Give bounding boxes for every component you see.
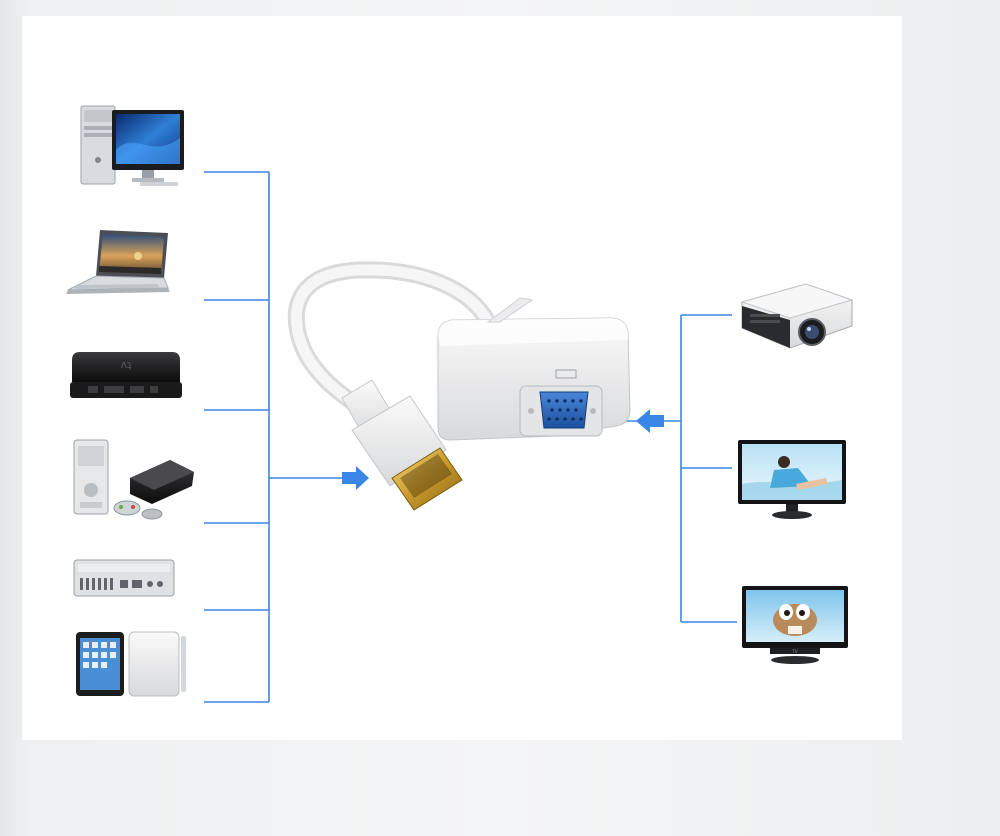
desktop-computer-icon — [80, 105, 184, 186]
media-box-label: tv — [120, 359, 131, 372]
projector-icon — [740, 283, 854, 349]
source-connector-lines — [204, 171, 345, 703]
game-console-icon — [73, 439, 194, 520]
arrow-to-adapter-icon — [342, 466, 369, 490]
tv-brand: TV — [791, 649, 797, 654]
tablet-icon — [76, 631, 186, 697]
apple-tv-icon: tv — [70, 352, 182, 398]
monitor-icon — [738, 440, 846, 519]
receiver-icon — [73, 559, 175, 597]
hdmi-to-vga-adapter-icon — [287, 261, 631, 511]
tv-icon: TV — [742, 586, 848, 664]
arrow-from-adapter-icon — [636, 409, 664, 433]
laptop-icon — [66, 230, 170, 294]
